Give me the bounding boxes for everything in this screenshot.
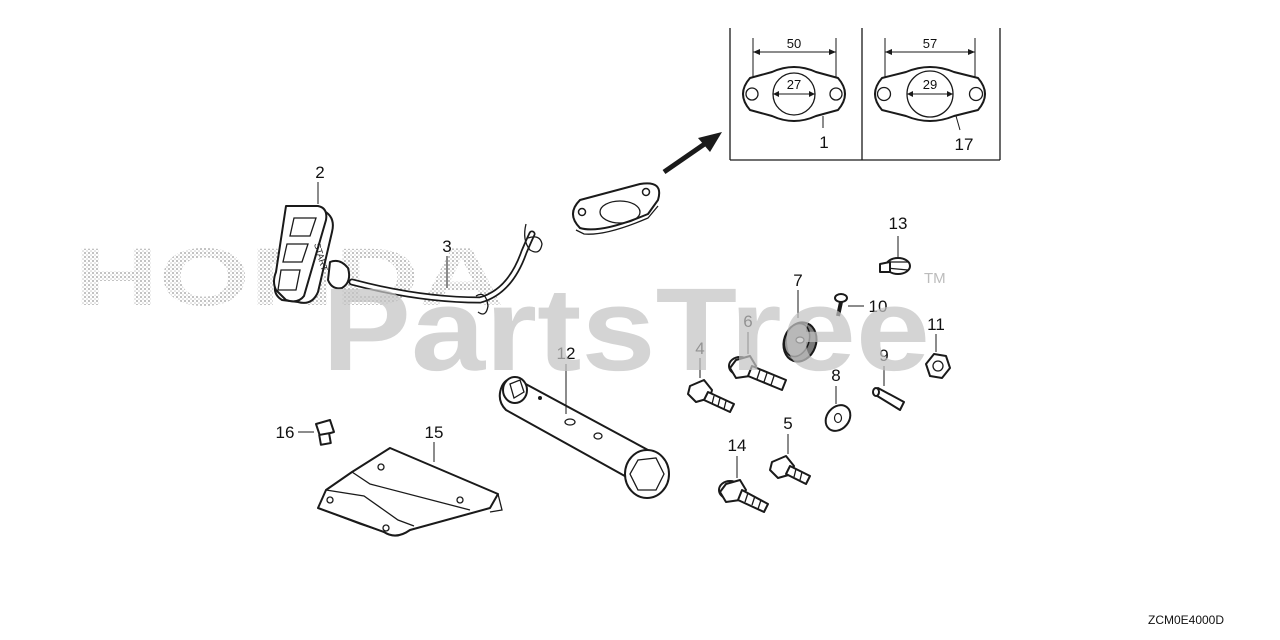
bolt-4-part xyxy=(687,379,735,413)
detail-arrow-icon xyxy=(662,132,722,175)
callout-13: 13 xyxy=(889,214,908,233)
nut-11-part xyxy=(925,353,951,379)
bolt-14-part xyxy=(718,479,769,513)
callout-12: 12 xyxy=(557,344,576,363)
pin-9-part xyxy=(872,387,905,411)
callout-6: 6 xyxy=(743,312,752,331)
screw-10-part xyxy=(834,293,848,317)
callout-15: 15 xyxy=(425,423,444,442)
gasket-part xyxy=(572,182,661,235)
callout-5: 5 xyxy=(783,414,792,433)
callout-10: 10 xyxy=(869,297,888,316)
callout-2: 2 xyxy=(315,163,324,182)
gasket-1-outer-dimension: 50 xyxy=(787,36,801,51)
callout-1: 1 xyxy=(819,133,828,152)
gasket-17-outer-dimension: 57 xyxy=(923,36,937,51)
callout-17: 17 xyxy=(955,135,974,154)
site-watermark: PartsTree xyxy=(322,264,930,396)
callout-4: 4 xyxy=(695,339,704,358)
trademark-mark: TM xyxy=(924,270,946,287)
bolt-16-part xyxy=(315,419,335,446)
gasket-detail-17: 57 29 17 xyxy=(874,36,986,154)
bolt-6-part xyxy=(728,355,787,391)
callout-3: 3 xyxy=(442,237,451,256)
gasket-1-inner-dimension: 27 xyxy=(787,77,801,92)
washer-7-part xyxy=(782,321,818,363)
callout-8: 8 xyxy=(831,366,840,385)
callout-11: 11 xyxy=(927,315,945,334)
bolt-5-part xyxy=(769,455,811,485)
diagram-code: ZCM0E4000D xyxy=(1148,613,1224,627)
starter-rope-part xyxy=(348,223,543,315)
plug-wrench-part xyxy=(498,376,670,499)
tool-bag-plate-part xyxy=(317,447,503,537)
gasket-detail-1: 50 27 1 xyxy=(742,36,846,152)
gasket-detail-panel: 50 27 1 57 29 17 xyxy=(729,28,1001,161)
callout-9: 9 xyxy=(879,346,888,365)
starter-grip-part: START xyxy=(273,205,351,304)
callout-16: 16 xyxy=(276,423,295,442)
callout-14: 14 xyxy=(728,436,747,455)
washer-8-part xyxy=(824,404,852,432)
callout-7: 7 xyxy=(793,271,802,290)
gasket-17-inner-dimension: 29 xyxy=(923,77,937,92)
